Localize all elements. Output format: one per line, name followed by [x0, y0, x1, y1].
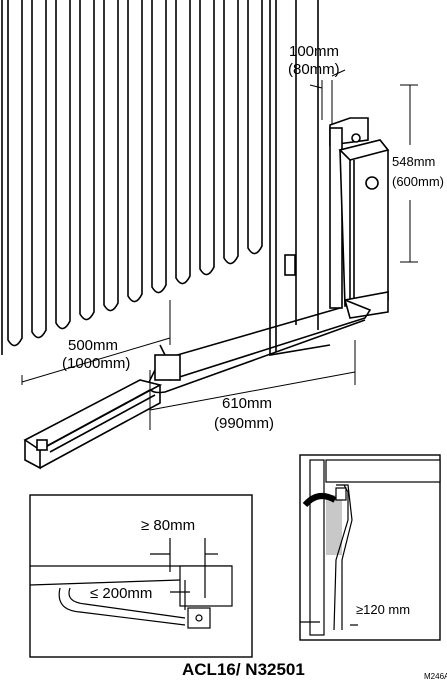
inset-side-view [299, 454, 441, 641]
label-gap-post: 100mm [289, 43, 339, 60]
caption: ACL16/ N32501 [182, 660, 305, 679]
label-gap-post-alt: (80mm) [288, 61, 340, 78]
gate-frame [1, 0, 331, 356]
label-height-alt: (600mm) [392, 174, 444, 189]
ground-rail [23, 379, 163, 470]
operator-arm [148, 299, 372, 394]
figure-ref: M246A [424, 672, 447, 681]
inset-top-view [29, 494, 253, 658]
label-min-80: ≥ 80mm [141, 517, 195, 534]
label-arm-main-alt: (990mm) [214, 415, 274, 432]
label-arm-left: 500mm [68, 337, 118, 354]
label-max-200: ≤ 200mm [90, 585, 152, 602]
label-arm-main: 610mm [222, 395, 272, 412]
gate-bars [7, 0, 263, 347]
label-min-120: ≥120 mm [356, 602, 410, 617]
motor-unit [329, 117, 390, 319]
dimension-lines [21, 69, 418, 430]
label-height: 548mm [392, 154, 435, 169]
label-arm-left-alt: (1000mm) [62, 355, 130, 372]
